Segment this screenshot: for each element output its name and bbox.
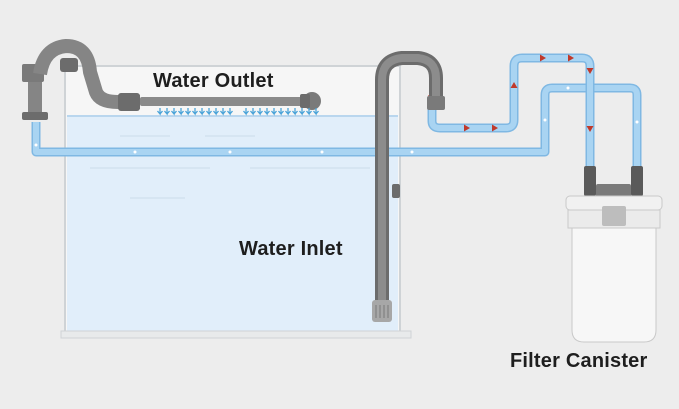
outlet-pipe [22,39,321,120]
water-droplet-icon [250,108,256,116]
canister-latch [602,206,626,226]
water-droplet-icon [171,108,177,116]
filter-canister [565,166,663,343]
water-droplet-icon [213,108,219,116]
water-droplet-icon [192,108,198,116]
spray-bar-suction-cup [300,94,310,108]
water-droplet-icon [199,108,205,116]
spray-bar-connector [118,93,140,111]
water-droplet-icon [227,108,233,116]
canister-outlet-valve [631,166,643,196]
water-droplet-icon [178,108,184,116]
water-droplet-icon [299,108,305,116]
flow-arrow-icon [510,82,518,88]
water-outlet-label: Water Outlet [153,70,274,92]
inlet-hose-connector [427,96,445,110]
water-droplet-icon [285,108,291,116]
inlet-pipe [372,51,445,322]
water-droplet-icon [271,108,277,116]
outlet-elbow-joint [60,58,78,72]
return-hose-inner [33,85,640,168]
water-droplet-icon [220,108,226,116]
flow-arrow-icon [492,124,498,132]
water-reflections [90,135,370,199]
flow-arrow-icon [540,54,546,62]
water-droplet-icon [292,108,298,116]
intake-strainer [372,300,392,322]
flow-arrow-icon [464,124,470,132]
inlet-suction-cup [392,184,400,198]
hose-joints [34,86,639,154]
flow-arrow-icon [586,68,594,74]
canister-inlet-valve [584,166,596,196]
inlet-tube-highlight [378,54,440,318]
water-droplet-icon [164,108,170,116]
spray-droplets [157,108,319,116]
tank-base [60,330,412,339]
water-droplet-icon [264,108,270,116]
water-droplet-icon [185,108,191,116]
strainer-slots [375,305,389,318]
water-droplet-icon [243,108,249,116]
outlet-bend [33,39,140,109]
outlet-clamp [22,112,48,120]
canister-handle [596,184,631,198]
water-droplet-icon [313,108,319,116]
flow-arrow-icon [586,126,594,132]
flow-arrow-icon [568,54,574,62]
water-inlet-label: Water Inlet [239,238,343,260]
outlet-vertical-pipe [28,82,42,112]
water-droplet-icon [257,108,263,116]
canister-body [571,227,657,343]
filter-canister-label: Filter Canister [510,350,648,372]
water-droplet-icon [306,108,312,116]
intake-hose-inner [429,55,593,168]
water-droplet-icon [278,108,284,116]
water-droplet-icon [157,108,163,116]
water-droplet-icon [206,108,212,116]
spray-bar [140,97,318,106]
